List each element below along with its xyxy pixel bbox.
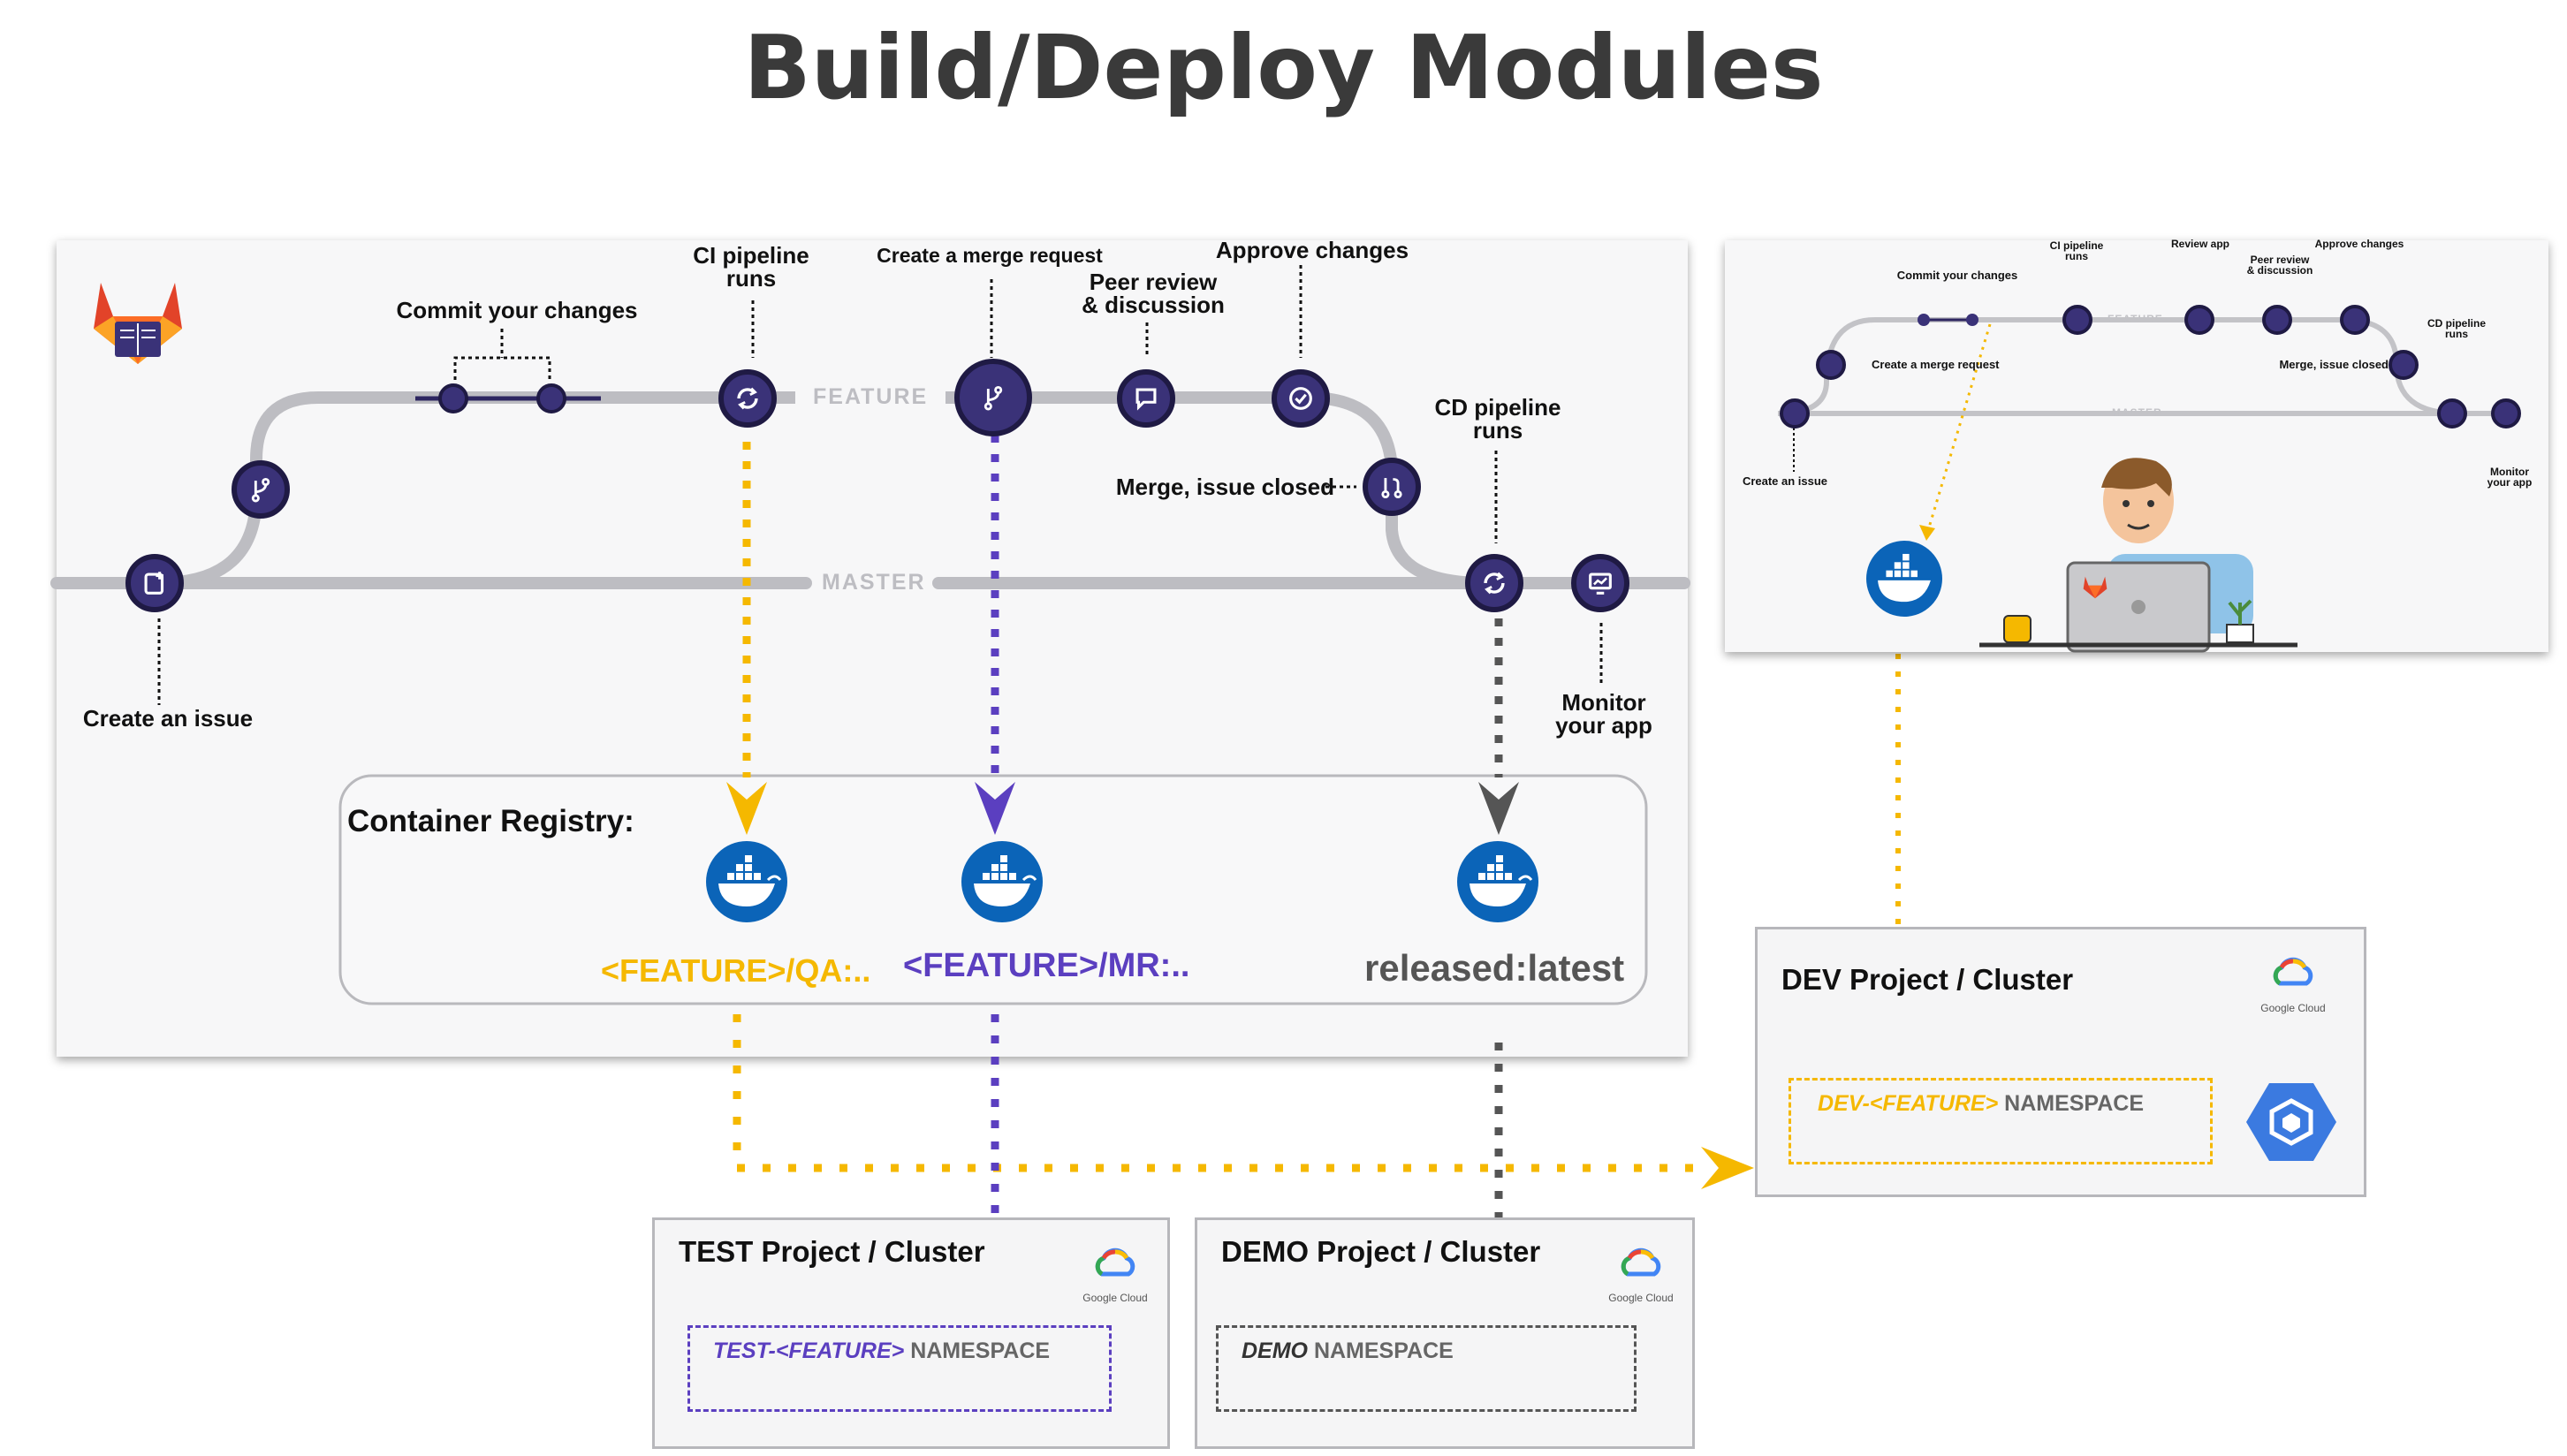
test-cluster-title: TEST Project / Cluster: [679, 1235, 985, 1268]
branch-node: [232, 460, 290, 519]
comment-icon: [1135, 388, 1157, 411]
mini-peer-label: Peer review & discussion: [2246, 254, 2313, 277]
yellow-arrow-registry: [726, 782, 767, 835]
test-namespace-box: TEST-<FEATURE> NAMESPACE: [687, 1325, 1112, 1412]
google-cloud-logo-icon: [1621, 1247, 1661, 1277]
mini-cd-node: [2437, 398, 2467, 428]
dev-google-cloud-label: Google Cloud: [2260, 1002, 2326, 1014]
mini-mr-label: Create a merge request: [1872, 358, 2000, 371]
merge-request-label: Create a merge request: [877, 244, 1103, 267]
test-namespace-suffix: NAMESPACE: [904, 1338, 1051, 1363]
test-namespace-name: TEST-<FEATURE>: [713, 1338, 905, 1363]
ci-pipeline-label: CI pipeline runs: [693, 242, 809, 292]
mini-merge-closed-label: Merge, issue closed: [2279, 358, 2389, 371]
commit-bracket: [453, 356, 551, 380]
ci-pipeline-node: [718, 369, 777, 428]
registry-label: Container Registry:: [347, 804, 634, 838]
mr-tag: <FEATURE>/MR:..: [903, 947, 1190, 984]
demo-namespace-name: DEMO: [1242, 1338, 1308, 1363]
kubernetes-engine-icon: [2246, 1083, 2336, 1161]
monitor-node: [1571, 554, 1629, 612]
google-cloud-logo-icon: [2273, 957, 2313, 986]
developer-illustration: [1979, 458, 2297, 653]
purple-arrow-registry: [975, 782, 1015, 835]
issue-icon: [144, 572, 164, 595]
mini-cd-label: CD pipeline runs: [2426, 317, 2486, 340]
mini-commit-label: Commit your changes: [1896, 269, 2018, 282]
mini-issue-node: [1780, 398, 1810, 428]
dev-namespace-suffix: NAMESPACE: [1998, 1091, 2145, 1116]
mini-feature-label: FEATURE: [2108, 313, 2163, 325]
mini-approve-label: Approve changes: [2314, 238, 2404, 250]
commit-label: Commit your changes: [396, 297, 638, 323]
yellow-arrow-dev: [1701, 1147, 1754, 1189]
docker-mr-icon: [961, 841, 1043, 922]
merge-node: [1363, 458, 1421, 516]
dev-cluster-title: DEV Project / Cluster: [1781, 963, 2074, 996]
pipeline-refresh-icon: [737, 387, 758, 410]
monitor-icon: [1589, 573, 1612, 595]
mini-create-issue-label: Create an issue: [1742, 474, 1828, 488]
peer-review-node: [1117, 369, 1175, 428]
dev-namespace-box: DEV-<FEATURE> NAMESPACE: [1789, 1078, 2213, 1164]
gray-arrow-registry: [1478, 782, 1519, 835]
page-title: Build/Deploy Modules: [743, 16, 1824, 119]
feature-branch-label: FEATURE: [813, 384, 929, 409]
mini-gitlab-logo-icon: [2083, 576, 2108, 599]
demo-namespace-suffix: NAMESPACE: [1308, 1338, 1454, 1363]
merge-request-icon: [984, 385, 1003, 411]
gitlab-logo-icon: [94, 283, 182, 364]
docker-released-icon: [1457, 841, 1538, 922]
demo-namespace-box: DEMO NAMESPACE: [1216, 1325, 1637, 1412]
released-tag: released:latest: [1364, 947, 1625, 989]
approve-node: [1272, 369, 1330, 428]
google-cloud-logo-icon: [1095, 1247, 1135, 1277]
merge-request-node: [954, 359, 1032, 436]
mini-ci-node: [2062, 305, 2092, 335]
cd-pipeline-node: [1465, 554, 1523, 612]
mini-monitor-label: Monitor your app: [2487, 466, 2533, 489]
qa-tag: <FEATURE>/QA:..: [601, 952, 871, 989]
mini-peer-node: [2262, 305, 2292, 335]
peer-review-label: Peer review & discussion: [1082, 269, 1225, 318]
dev-namespace-name: DEV-<FEATURE>: [1818, 1091, 1999, 1116]
master-branch-label: MASTER: [822, 570, 926, 595]
cd-pipeline-label: CD pipeline runs: [1434, 394, 1561, 444]
commit-dot-1: [438, 383, 468, 413]
mini-review-app-node: [2184, 305, 2214, 335]
demo-cluster-title: DEMO Project / Cluster: [1221, 1235, 1541, 1268]
merge-closed-label: Merge, issue closed: [1115, 474, 1334, 500]
mini-approve-node: [2340, 305, 2370, 335]
mini-merge-node: [2389, 350, 2419, 380]
mini-monitor-node: [2491, 398, 2521, 428]
monitor-label: Monitor your app: [1555, 689, 1652, 739]
demo-google-cloud-label: Google Cloud: [1608, 1292, 1674, 1304]
merge-icon: [1381, 478, 1402, 499]
mini-review-app-label: Review app: [2170, 238, 2230, 250]
test-google-cloud-label: Google Cloud: [1082, 1292, 1148, 1304]
create-issue-label: Create an issue: [82, 705, 254, 732]
create-issue-node: [125, 554, 184, 612]
docker-qa-icon: [706, 841, 787, 922]
mini-docker-icon: [1866, 541, 1942, 617]
mini-ci-label: CI pipeline runs: [2049, 239, 2104, 262]
mini-master-label: MASTER: [2112, 406, 2162, 419]
branch-icon: [251, 477, 270, 503]
pipeline-refresh-icon: [1484, 572, 1505, 595]
yellow-flow-to-dev: [733, 1014, 1705, 1172]
commit-dot-2: [536, 383, 566, 413]
approve-label: Approve changes: [1215, 237, 1409, 263]
check-circle-icon: [1289, 387, 1312, 410]
mini-mr-node: [1816, 350, 1846, 380]
